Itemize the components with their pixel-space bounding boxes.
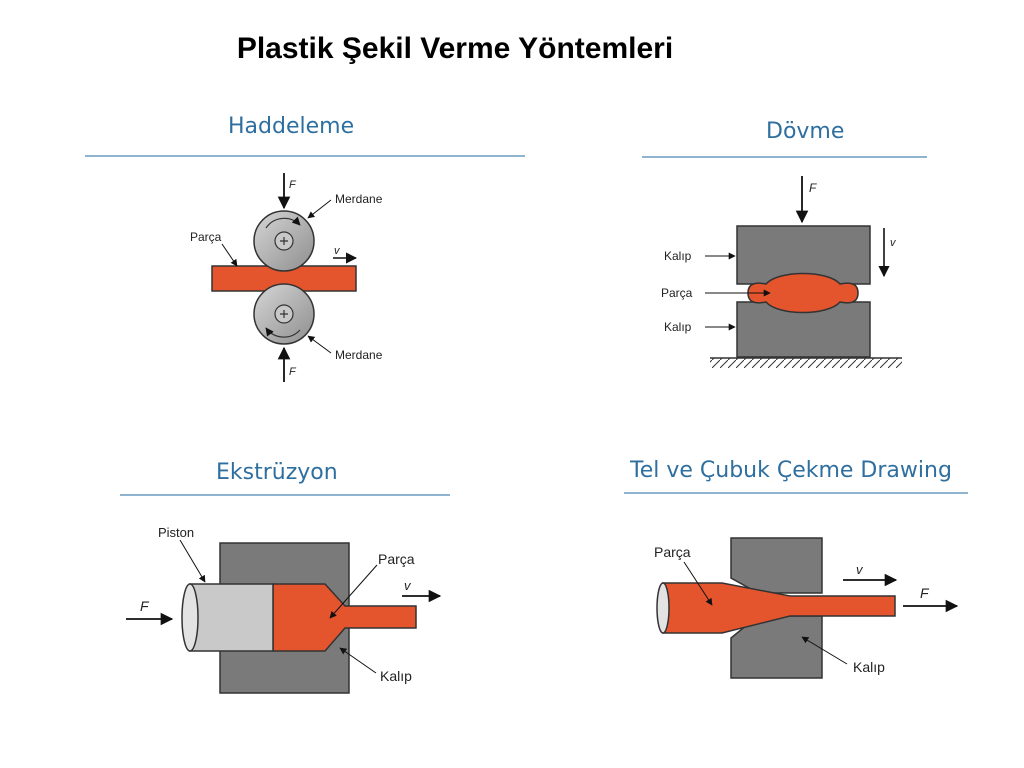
label-roller-top: Merdane: [335, 192, 383, 206]
label-piston: Piston: [158, 525, 194, 540]
label-velocity: v: [404, 578, 412, 593]
leader-roller-bottom: [307, 335, 332, 354]
label-workpiece: Parça: [654, 544, 691, 560]
leader-workpiece: [221, 243, 238, 267]
leader-die: [339, 647, 377, 674]
leader-workpiece: [683, 561, 713, 606]
piston: [189, 583, 274, 652]
label-force: F: [809, 181, 817, 195]
drawing-die-top: [730, 537, 823, 594]
label-die-bottom: Kalıp: [664, 320, 692, 334]
label-force: F: [140, 598, 150, 614]
haddeleme-diagram: F F Merdane Merdane Parça v: [190, 173, 383, 382]
dovme-diagram: F v Kalıp Parça Kalıp: [661, 176, 902, 368]
label-force-bottom: F: [289, 366, 297, 378]
cekme-diagram: Parça v F Kalıp: [654, 537, 959, 679]
piston-end: [181, 583, 199, 652]
label-workpiece: Parça: [661, 286, 693, 300]
divider-haddeleme: [85, 155, 525, 157]
divider-ekstruzyon: [120, 494, 450, 496]
rod-end: [656, 582, 670, 634]
label-workpiece: Parça: [378, 551, 415, 567]
page-title: Plastik Şekil Verme Yöntemleri: [236, 32, 674, 65]
panel-title-ekstruzyon: Ekstrüzyon: [216, 460, 338, 485]
roller-top: [253, 210, 315, 272]
label-velocity: v: [334, 245, 341, 257]
label-force: F: [920, 585, 930, 601]
leader-workpiece: [329, 564, 378, 619]
label-force-top: F: [289, 179, 297, 191]
label-roller-bottom: Merdane: [335, 348, 383, 362]
divider-dovme: [642, 156, 927, 158]
leader-roller-top: [307, 199, 332, 219]
panel-title-haddeleme: Haddeleme: [228, 114, 355, 139]
ground-hatch: [710, 358, 902, 368]
label-velocity: v: [856, 562, 864, 577]
label-die: Kalıp: [380, 668, 412, 684]
label-die-top: Kalıp: [664, 249, 692, 263]
label-workpiece: Parça: [190, 230, 222, 244]
panel-title-dovme: Dövme: [766, 119, 845, 144]
extrusion-workpiece: [272, 583, 417, 652]
label-die: Kalıp: [853, 659, 885, 675]
leader-die: [801, 636, 848, 665]
drawing-workpiece: [662, 582, 896, 634]
leader-piston: [179, 539, 206, 583]
label-velocity: v: [890, 237, 897, 249]
panel-title-cekme: Tel ve Çubuk Çekme Drawing: [630, 458, 952, 483]
roller-bottom: [253, 283, 315, 345]
dovme-workpiece: [747, 272, 859, 314]
ekstruzyon-diagram: Piston Parça v F Kalıp: [126, 525, 442, 694]
divider-cekme: [624, 492, 968, 494]
